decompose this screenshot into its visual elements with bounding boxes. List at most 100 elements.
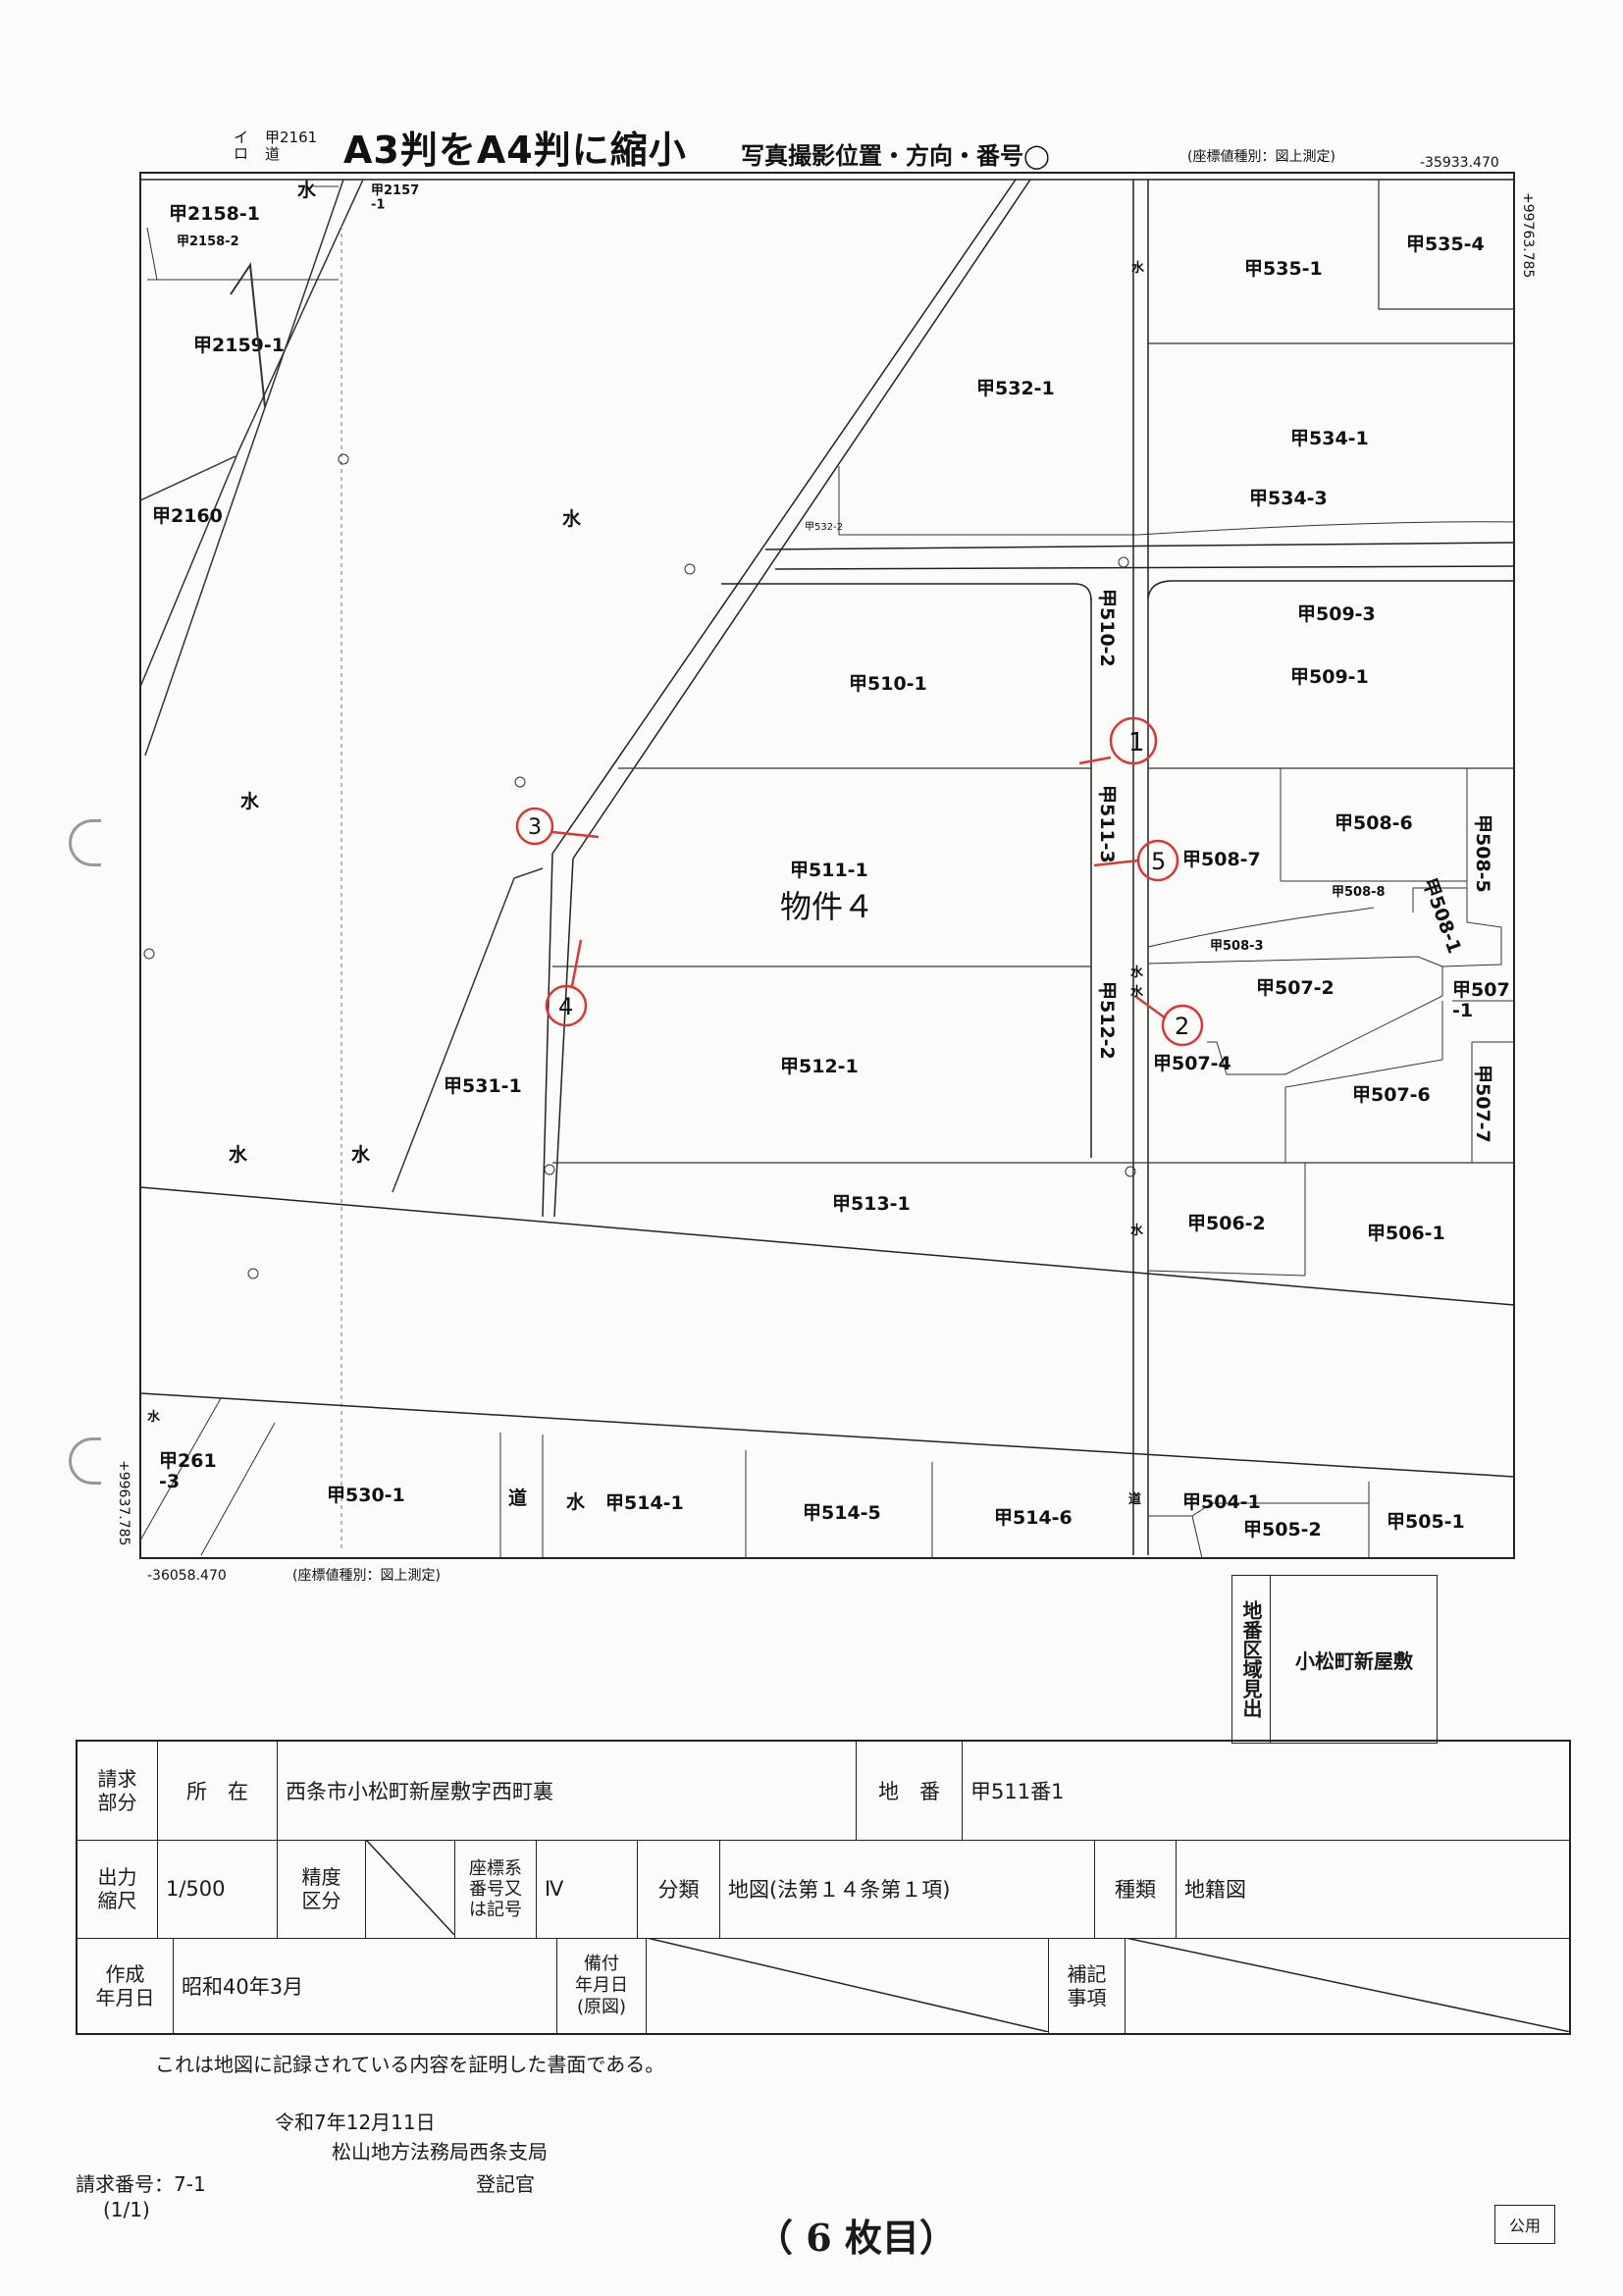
water-mark: 水 [1130, 965, 1144, 980]
parcel-510-1: 甲510-1 [849, 673, 927, 695]
title-a3-to-a4: A3判をA4判に縮小 [343, 129, 687, 172]
area-box-value: 小松町新屋敷 [1295, 1648, 1413, 1673]
parcel-505-2: 甲505-2 [1243, 1519, 1322, 1540]
punch-hole-icon [69, 1437, 101, 1485]
water-mark: 水 [147, 1409, 161, 1425]
attribute-table: 請求 部分 所 在 西条市小松町新屋敷字西町裏 地 番 甲511番1 出力 縮尺… [76, 1740, 1571, 2035]
parcel-535-1: 甲535-1 [1244, 258, 1323, 280]
label-bunrui: 分類 [657, 1878, 700, 1902]
area-box: 地番区域見出 小松町新屋敷 [1231, 1575, 1438, 1744]
parcel-2159-1: 甲2159-1 [193, 335, 285, 356]
parcel-508-5: 甲508-5 [1472, 814, 1493, 893]
parcel-507-7: 甲507-7 [1472, 1065, 1493, 1143]
coord-note-top: (座標値種別：図上測定) [1187, 149, 1335, 165]
parcel-2158-1: 甲2158-1 [169, 203, 260, 225]
parcel-508-3: 甲508-3 [1210, 939, 1264, 954]
coord-left: +99637.785 [116, 1460, 131, 1545]
water-mark: 水 [562, 508, 582, 530]
label-shurui: 種類 [1115, 1878, 1156, 1902]
parcel-504-1: 甲504-1 [1182, 1491, 1261, 1513]
parcel-512-2: 甲512-2 [1096, 981, 1118, 1060]
registrar-label: 登記官 [476, 2172, 535, 2196]
parcel-514-1: 甲514-1 [605, 1492, 684, 1514]
sheet-mark: （ 6 枚目） [756, 2216, 957, 2260]
road-mark: 道 [1128, 1491, 1141, 1507]
certification-office: 松山地方法務局西条支局 [332, 2140, 548, 2164]
parcel-509-3: 甲509-3 [1297, 603, 1376, 625]
parcel-511-3: 甲511-3 [1096, 785, 1118, 863]
parcel-532-2: 甲532-2 [805, 522, 843, 533]
parcel-507-1: 甲507-1 [1452, 979, 1510, 1021]
parcel-531-1: 甲531-1 [444, 1075, 522, 1097]
area-box-label: 地番区域見出 [1232, 1576, 1271, 1743]
zahyo-value: Ⅳ [545, 1877, 564, 1901]
water-mark: 水 [229, 1144, 248, 1166]
parcel-513-1: 甲513-1 [832, 1193, 911, 1215]
svg-text:4: 4 [558, 993, 573, 1020]
certification-date: 令和7年12月11日 [275, 2111, 436, 2134]
public-badge: 公用 [1494, 2205, 1555, 2244]
shurui-value: 地籍図 [1184, 1878, 1246, 1902]
parcel-514-5: 甲514-5 [803, 1502, 881, 1524]
parcel-510-2: 甲510-2 [1096, 589, 1118, 667]
ro-mark: イロ [234, 129, 248, 163]
request-number: 請求番号：7-1 [76, 2172, 206, 2196]
coord-bottom-left: -36058.470 [147, 1568, 227, 1584]
sakusei-value: 昭和40年3月 [182, 1974, 304, 1999]
scale-value: 1/500 [166, 1877, 226, 1901]
punch-hole-icon [69, 819, 101, 866]
water-mark: 水 [240, 791, 260, 812]
parcel-261-3: 甲261-3 [159, 1450, 217, 1492]
map-frame [139, 172, 1515, 1559]
photo-point-5: 5 [1093, 839, 1179, 882]
road-top: 道 [265, 145, 280, 163]
title-photo: 写真撮影位置・方向・番号◯ [741, 142, 1050, 170]
page-count: (1/1) [103, 2198, 150, 2221]
coord-top-right: -35933.470 [1420, 155, 1499, 171]
parcel-508-8: 甲508-8 [1332, 885, 1386, 900]
label-hoki: 補記 事項 [1067, 1961, 1107, 2009]
svg-text:2: 2 [1175, 1013, 1189, 1040]
water-mark: 水 [1130, 984, 1144, 1000]
chiban-value: 甲511番1 [970, 1780, 1065, 1803]
svg-text:5: 5 [1151, 848, 1166, 875]
parcel-507-2: 甲507-2 [1256, 977, 1335, 999]
parcel-507-4: 甲507-4 [1153, 1053, 1231, 1074]
parcel-508-7: 甲508-7 [1182, 849, 1261, 870]
parcel-514-6: 甲514-6 [994, 1507, 1073, 1529]
label-seido: 精度 区分 [301, 1865, 341, 1912]
parcel-530-1: 甲530-1 [327, 1485, 405, 1506]
road-mark: 道 [508, 1487, 527, 1509]
label-shozai: 所 在 [186, 1780, 248, 1803]
water-mark: 水 [297, 180, 317, 201]
parcel-512-1: 甲512-1 [780, 1056, 859, 1077]
photo-point-3: 3 [515, 807, 600, 846]
label-bifu: 備付 年月日 (原図) [575, 1953, 628, 2017]
photo-point-2: 2 [1135, 995, 1204, 1047]
coord-right: +99763.785 [1520, 192, 1536, 278]
svg-text:1: 1 [1128, 728, 1145, 757]
shozai-value: 西条市小松町新屋敷字西町裏 [286, 1780, 553, 1803]
label-sakusei: 作成 年月日 [95, 1961, 155, 2009]
coord-note-bottom: (座標値種別：図上測定) [292, 1568, 441, 1584]
water-mark: 水 [351, 1144, 371, 1166]
water-mark: 水 [566, 1491, 586, 1513]
parcel-2158-2: 甲2158-2 [177, 235, 239, 249]
parcel-534-3: 甲534-3 [1249, 488, 1328, 509]
north-arrow-icon [230, 262, 266, 408]
parcel-2160: 甲2160 [152, 505, 223, 527]
parcel-535-4: 甲535-4 [1406, 234, 1485, 255]
parcel-507-6: 甲507-6 [1352, 1084, 1431, 1106]
parcel-509-1: 甲509-1 [1290, 666, 1369, 688]
label-scale: 出力 縮尺 [97, 1865, 137, 1912]
certification-statement: これは地図に記録されている内容を証明した書面である。 [155, 2053, 665, 2076]
parcel-506-1: 甲506-1 [1367, 1223, 1445, 1244]
svg-text:3: 3 [528, 815, 542, 840]
label-chiban: 地 番 [878, 1780, 940, 1803]
water-mark: 水 [1131, 260, 1145, 276]
parcel-511-1: 甲511-1 [790, 860, 868, 881]
label-zahyo: 座標系 番号又 は記号 [469, 1857, 522, 1920]
parcel-532-1: 甲532-1 [976, 378, 1055, 399]
handwritten-note: 物件４ [780, 888, 874, 925]
